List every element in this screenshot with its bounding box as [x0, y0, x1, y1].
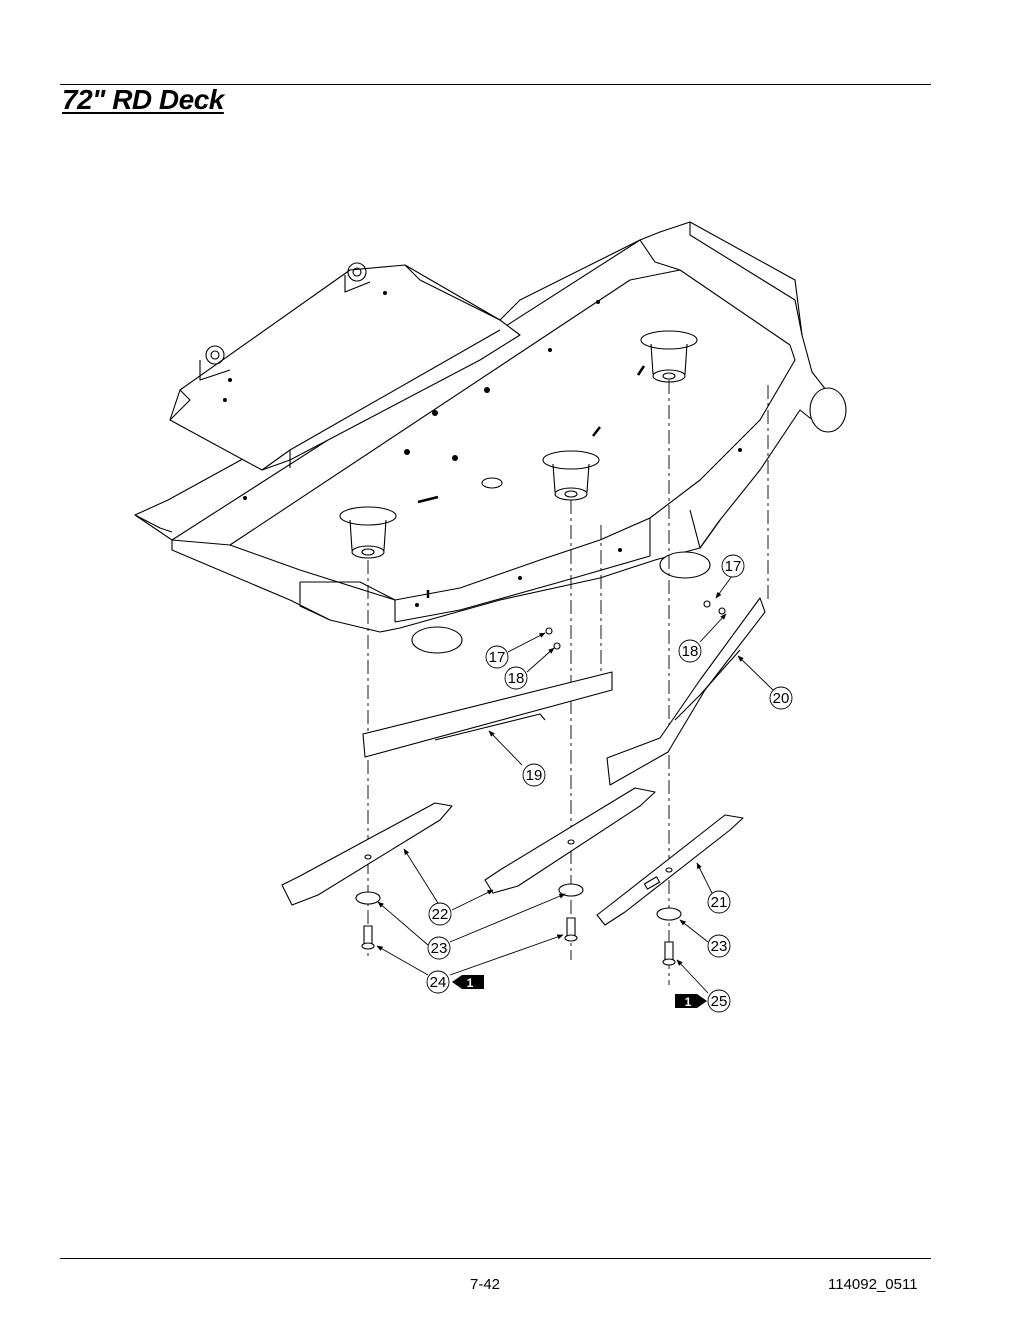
deck-housing [134, 221, 839, 633]
roller-right [659, 551, 711, 579]
callout-18-right: 18 [678, 639, 702, 663]
svg-text:17: 17 [725, 558, 742, 575]
svg-text:21: 21 [711, 894, 728, 911]
svg-text:19: 19 [526, 767, 543, 784]
svg-text:1: 1 [685, 995, 692, 1009]
callout-22: 22 [428, 902, 452, 926]
roller-rear [809, 387, 847, 433]
bolt-center [566, 917, 576, 937]
svg-text:23: 23 [711, 938, 728, 955]
callout-25: 25 [707, 989, 731, 1013]
svg-text:1: 1 [467, 976, 474, 990]
callout-18-left: 18 [504, 666, 528, 690]
callout-19: 19 [522, 763, 546, 787]
callout-17-left: 17 [485, 645, 509, 669]
note-flag-24: 1 [452, 975, 484, 990]
washer-right [656, 907, 682, 921]
svg-text:25: 25 [711, 993, 728, 1010]
page-title: 72" RD Deck [62, 84, 224, 115]
bolt-right [664, 941, 674, 961]
washer-left [355, 891, 381, 905]
note-flag-25: 1 [675, 994, 707, 1009]
bolt-left [363, 925, 373, 945]
callout-21: 21 [707, 890, 731, 914]
washer-center [558, 883, 584, 897]
baffle-20 [606, 597, 766, 786]
svg-text:23: 23 [431, 940, 448, 957]
callout-20: 20 [769, 686, 793, 710]
leader-lines [376, 575, 774, 994]
callout-17-right: 17 [721, 554, 745, 578]
baffle-19 [362, 671, 613, 758]
callout-24: 24 [426, 970, 450, 994]
blade-left [281, 802, 453, 906]
svg-text:20: 20 [773, 690, 790, 707]
belt-cover [169, 239, 641, 471]
spindle-center [542, 450, 600, 501]
spindle-right [640, 330, 698, 383]
center-lines [367, 380, 769, 985]
page-number: 7-42 [470, 1276, 501, 1293]
callout-23-left: 23 [427, 936, 451, 960]
svg-text:17: 17 [489, 649, 506, 666]
bottom-rule [60, 1258, 931, 1259]
svg-text:24: 24 [430, 974, 447, 991]
spindle-left [339, 506, 397, 559]
top-rule [60, 84, 931, 85]
roller-front [411, 626, 463, 654]
svg-text:22: 22 [432, 906, 449, 923]
svg-text:18: 18 [682, 643, 699, 660]
svg-text:18: 18 [508, 670, 525, 687]
callout-23-right: 23 [707, 934, 731, 958]
document-code: 114092_0511 [828, 1276, 918, 1293]
